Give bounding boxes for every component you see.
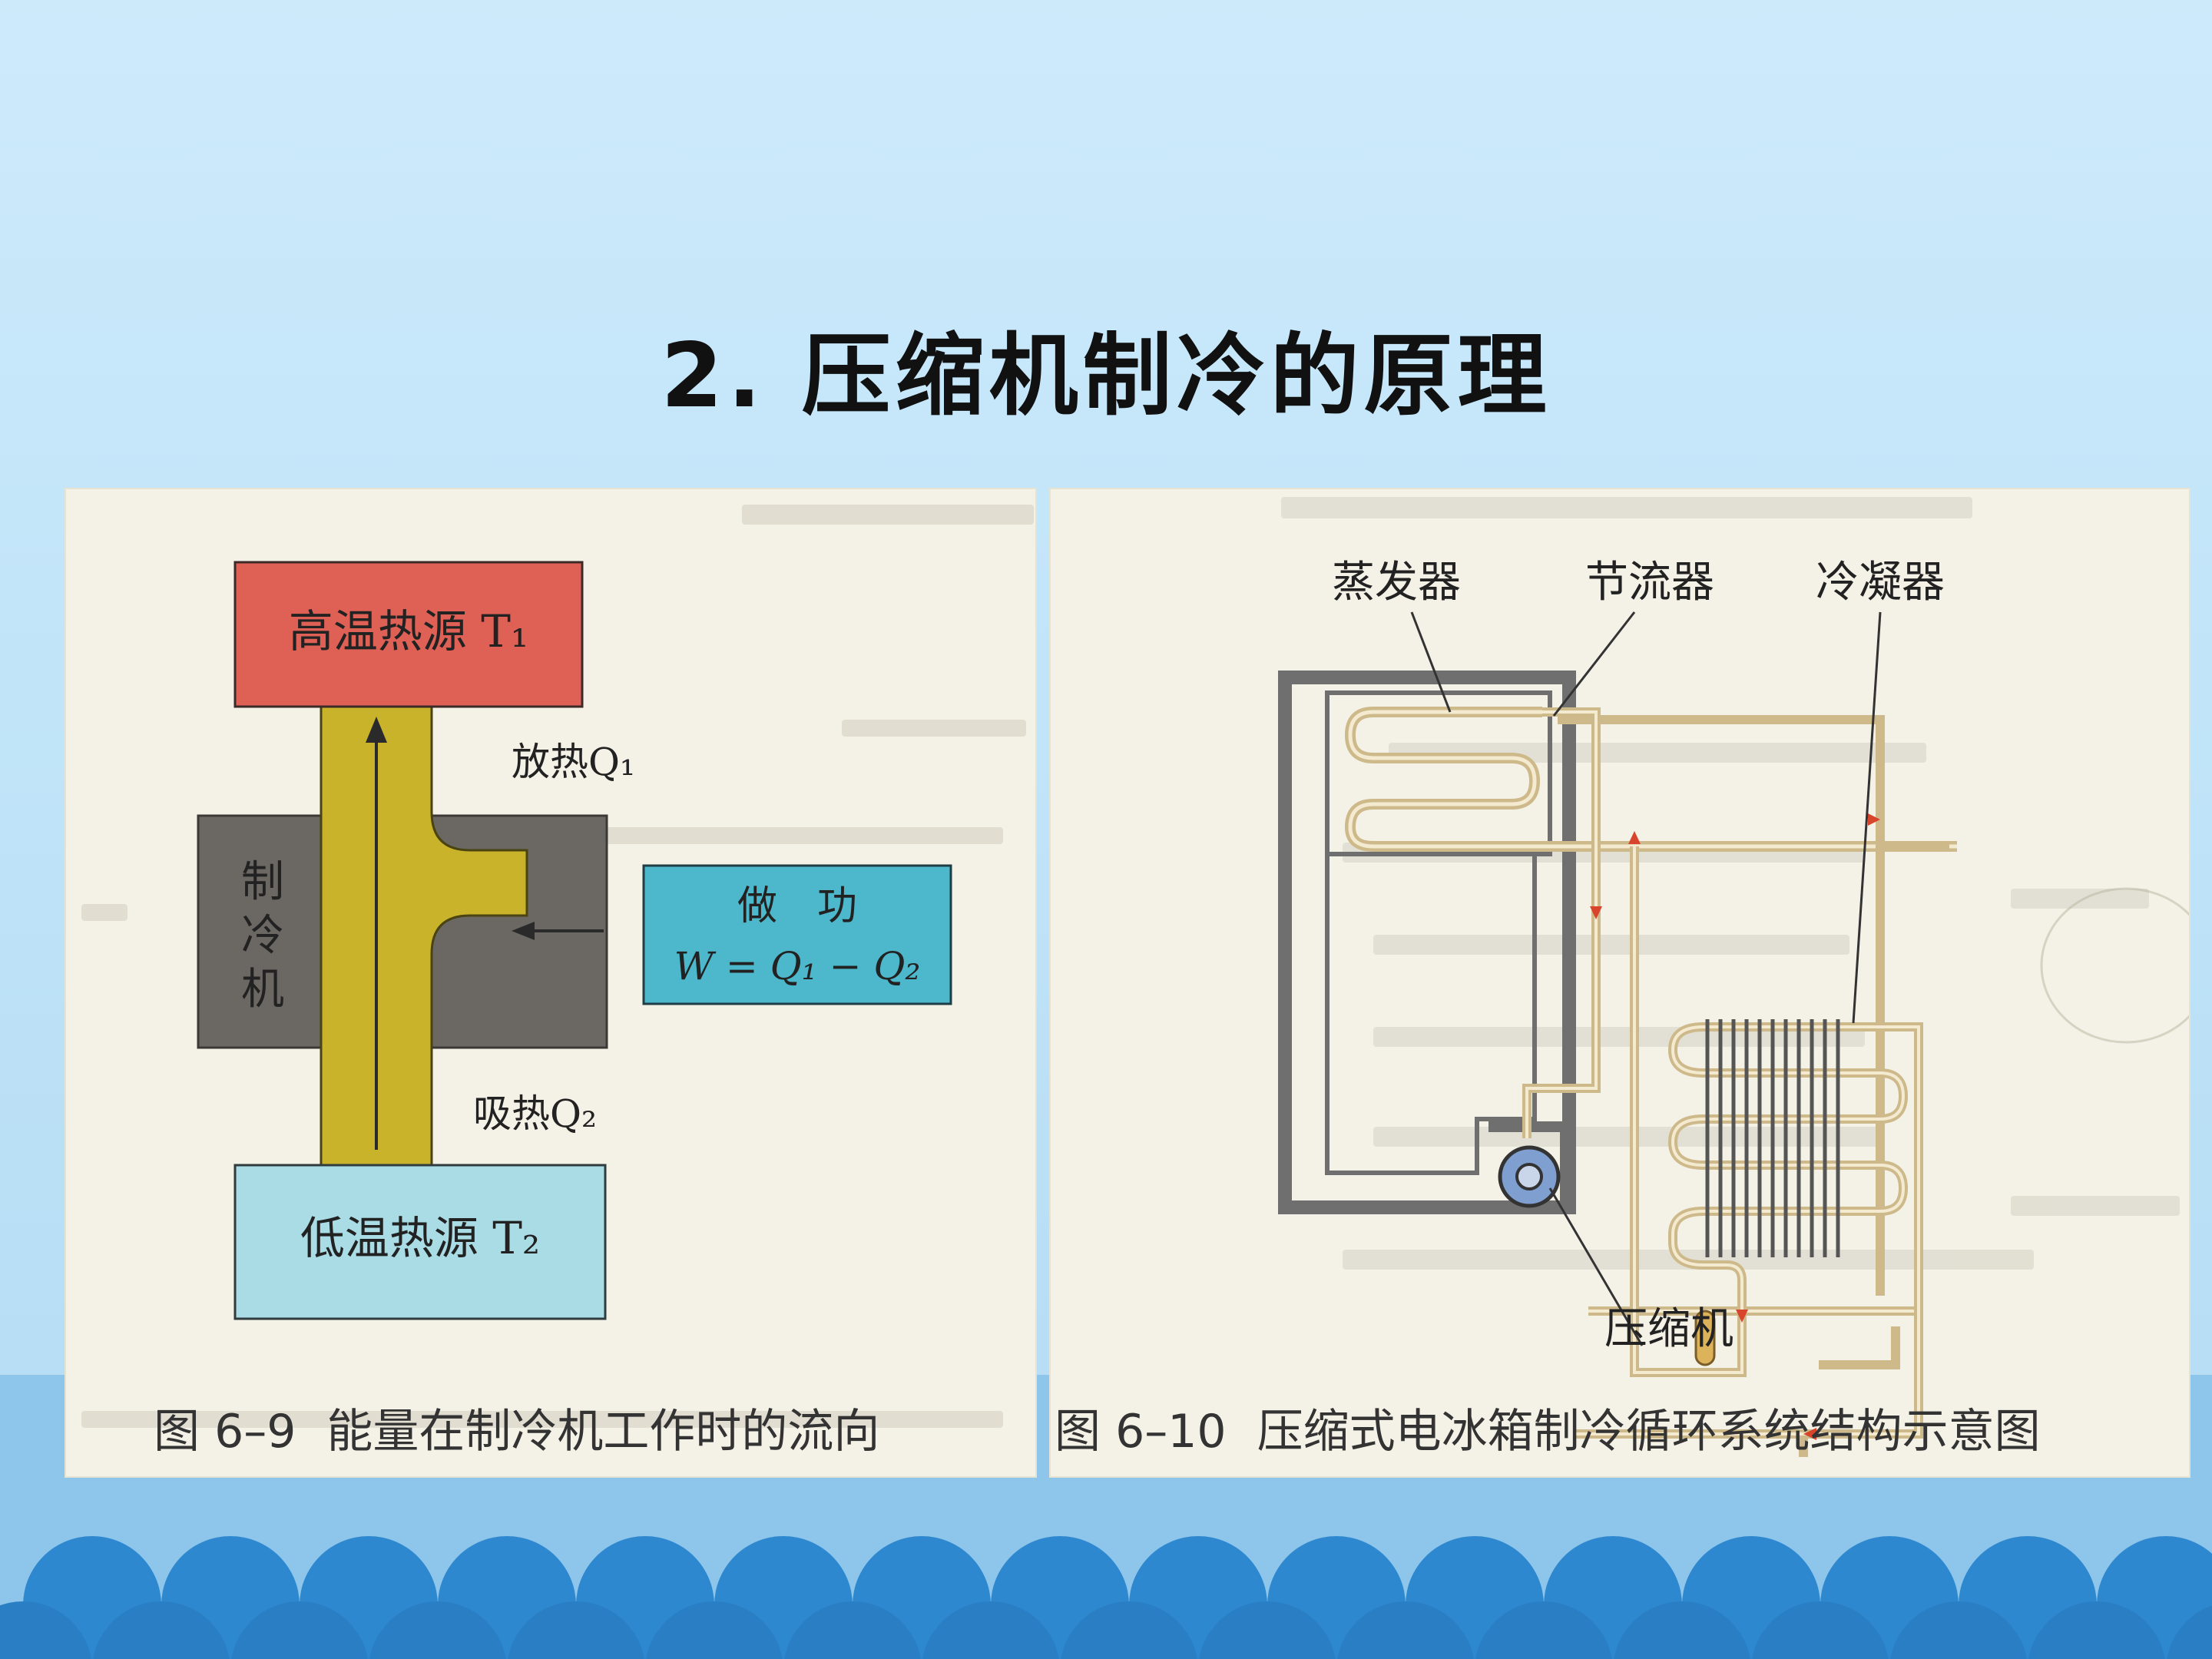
- compressor-housing: [1488, 1121, 1571, 1207]
- condenser-label: 冷凝器: [1816, 558, 1945, 608]
- caption-right: 图 6–10 压缩式电冰箱制冷循环系统结构示意图: [1055, 1394, 2041, 1461]
- caption-left: 图 6–9 能量在制冷机工作时的流向: [154, 1394, 879, 1461]
- caption-right-text: 压缩式电冰箱制冷循环系统结构示意图: [1257, 1405, 2041, 1459]
- machine-char-2: 冷: [241, 911, 284, 961]
- high-temp-source-box: [233, 561, 584, 708]
- label-leader-lines: [1410, 611, 1882, 1346]
- work-box: [642, 864, 952, 1005]
- throttle-label: 节流器: [1585, 558, 1714, 608]
- arrow-left-icon: [512, 922, 535, 940]
- caption-left-number: 图 6–9: [154, 1405, 296, 1459]
- refrigerator-cycle-diagram: 蒸发器 节流器 冷凝器 压缩机: [1278, 497, 2189, 1457]
- low-temp-source-box: [233, 1164, 607, 1320]
- fridge-inner-outline: [1325, 854, 1537, 1175]
- caption-right-number: 图 6–10: [1055, 1405, 1227, 1459]
- slide-title: 2. 压缩机制冷的原理: [661, 324, 1551, 428]
- work-formula: W = Q₁ − Q₂: [674, 944, 921, 988]
- flow-direction-arrows: [1590, 813, 1880, 1440]
- arrow-up-icon: [366, 717, 387, 743]
- figure-refrigerator-cycle: 蒸发器 节流器 冷凝器 压缩机: [1049, 488, 2190, 1478]
- condenser-fins: [1705, 1019, 1840, 1257]
- release-heat-label: 放热Q₁: [512, 740, 635, 784]
- machine-char-3: 机: [241, 965, 284, 1015]
- throttle-filter: [1694, 1310, 1716, 1366]
- evaporator-label: 蒸发器: [1332, 558, 1461, 608]
- condenser-coil-highlight: [1573, 846, 1920, 1435]
- low-temp-source-label: 低温热源 T₂: [300, 1212, 540, 1264]
- high-temp-source-label: 高温热源 T₁: [289, 605, 528, 657]
- work-label: 做 功: [737, 883, 857, 929]
- energy-flow-diagram: 高温热源 T₁ 低温热源 T₂ 放热Q₁ 吸热Q₂ 做 功 W = Q₁ − Q…: [81, 505, 1034, 1428]
- caption-left-text: 能量在制冷机工作时的流向: [326, 1405, 880, 1459]
- compressor-label: 压缩机: [1604, 1304, 1734, 1354]
- decorative-waves: [0, 1536, 2212, 1659]
- evaporator-coil-highlight: [1348, 710, 1957, 849]
- absorb-heat-label: 吸热Q₂: [473, 1091, 597, 1136]
- machine-char-1: 制: [241, 857, 284, 907]
- figure-energy-flow: 高温热源 T₁ 低温热源 T₂ 放热Q₁ 吸热Q₂ 做 功 W = Q₁ − Q…: [65, 488, 1037, 1478]
- freezer-compartment: [1325, 690, 1552, 856]
- energy-flow-band: [320, 701, 528, 1174]
- faint-circle-decoration: [2040, 887, 2189, 1044]
